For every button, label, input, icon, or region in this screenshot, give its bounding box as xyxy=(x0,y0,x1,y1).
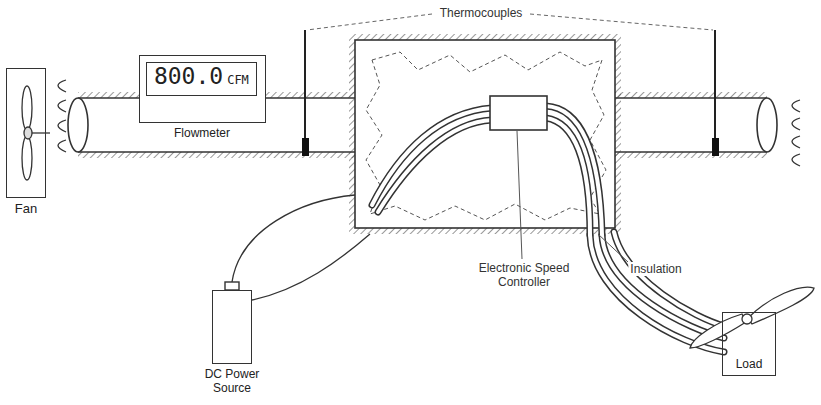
leader-lines xyxy=(517,131,628,262)
controller-label: Electronic Speed Controller xyxy=(467,261,581,290)
load-box: Load xyxy=(722,312,776,376)
fan-label: Fan xyxy=(15,202,37,217)
thermocouple-label: Thermocouples xyxy=(438,6,525,20)
flowmeter-label: Flowmeter xyxy=(174,127,230,141)
insulated-chamber xyxy=(349,34,621,234)
dc-power-source: DC Power Source xyxy=(212,290,252,364)
thermocouples xyxy=(302,30,719,156)
flow-unit: CFM xyxy=(227,74,249,88)
speed-controller xyxy=(490,96,547,130)
flow-reading: 800.0 xyxy=(154,63,223,89)
load-label: Load xyxy=(734,358,765,372)
fan-housing: Fan xyxy=(6,68,46,198)
cables xyxy=(372,106,724,352)
battery-terminal xyxy=(225,282,239,290)
load-propeller xyxy=(690,287,814,348)
display-screen: 800.0 CFM xyxy=(146,62,257,96)
insulation-label: Insulation xyxy=(628,262,683,276)
power-source-label: DC Power Source xyxy=(192,368,272,396)
power-wires xyxy=(232,195,370,300)
flowmeter: 800.0CFMFlowmeter xyxy=(139,55,266,123)
